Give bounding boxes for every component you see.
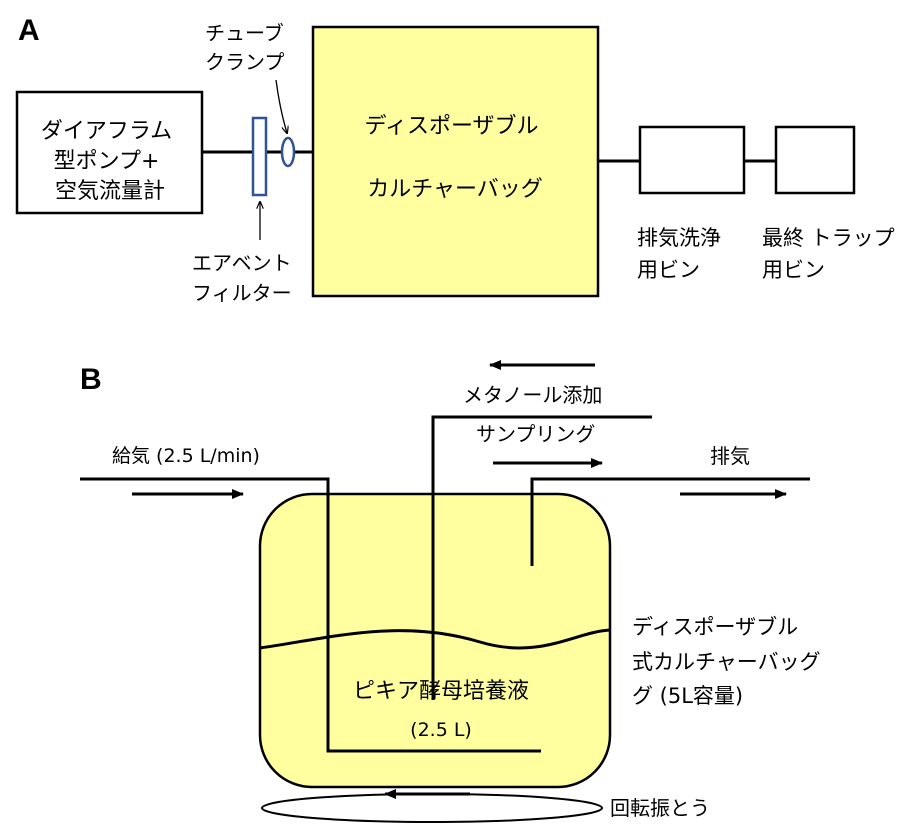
disposable-bag-line-1: ディスポーザブル xyxy=(632,615,798,639)
wash-bottle-line-2: 用ビン xyxy=(637,258,700,282)
air-inlet-label: 給気 (2.5 L/min) xyxy=(112,445,260,467)
air-vent-filter-label: エアベント フィルター xyxy=(192,251,298,305)
rotary-shaking-label: 回転振とう xyxy=(610,796,710,820)
pump-box-label: ダイアフラム 型ポンプ+ 空気流量計 xyxy=(41,119,179,204)
tube-clamp-pointer xyxy=(275,79,287,133)
tube-clamp-label: チューブ クランプ xyxy=(205,21,290,74)
sampling-label: サンプリング xyxy=(476,422,595,446)
culture-bag-box xyxy=(311,25,600,298)
exhaust-pipe xyxy=(530,477,810,566)
culture-bag-line-2: カルチャーバッグ xyxy=(367,177,543,202)
pump-box-line-3: 空気流量計 xyxy=(55,179,165,204)
rotary-shaking-ellipse xyxy=(261,793,603,823)
culture-bag-vessel xyxy=(258,492,612,789)
tube-clamp-icon xyxy=(280,136,296,168)
disposable-bag-line-3: グ (5L容量) xyxy=(632,684,743,708)
culture-bag-label: ディスポーザブル カルチャーバッグ xyxy=(364,114,545,202)
pump-box-line-1: ダイアフラム xyxy=(41,119,172,144)
exhaust-label: 排気 xyxy=(710,444,750,468)
air-inlet-pipe xyxy=(80,477,541,753)
final-trap-bottle-label: 最終 トラップ 用ビン xyxy=(762,226,901,282)
trap-bottle-line-1: 最終 トラップ xyxy=(762,226,895,250)
trap-bottle-line-2: 用ビン xyxy=(762,258,825,282)
panel-a-label: A xyxy=(18,14,40,47)
pichia-culture-label: ピキア酵母培養液 xyxy=(353,679,529,704)
disposable-bag-label: ディスポーザブル 式カルチャーバッグ グ (5L容量) xyxy=(632,615,827,708)
tube-clamp-line-2: クランプ xyxy=(205,50,284,74)
exhaust-wash-bottle-box xyxy=(638,125,746,195)
panel-b-label: B xyxy=(80,363,102,396)
exhaust-wash-bottle-label: 排気洗浄 用ビン xyxy=(637,226,728,282)
diaphragm-pump-box xyxy=(15,90,204,215)
methanol-addition-label: メタノール添加 xyxy=(463,383,602,407)
culture-volume-label: (2.5 L) xyxy=(410,719,472,741)
culture-bag-line-1: ディスポーザブル xyxy=(364,114,538,139)
tube-clamp-line-1: チューブ xyxy=(205,21,284,45)
air-vent-filter-line-1: エアベント xyxy=(192,251,292,275)
liquid-surface-line xyxy=(259,628,611,650)
air-vent-filter-icon xyxy=(251,116,268,197)
methanol-feed-pipe xyxy=(431,415,652,700)
disposable-bag-line-2: 式カルチャーバッグ xyxy=(632,650,821,674)
final-trap-bottle-box xyxy=(774,125,856,195)
wash-bottle-line-1: 排気洗浄 xyxy=(637,226,721,250)
pump-box-line-2: 型ポンプ+ xyxy=(54,149,160,174)
air-vent-filter-line-2: フィルター xyxy=(192,281,292,305)
